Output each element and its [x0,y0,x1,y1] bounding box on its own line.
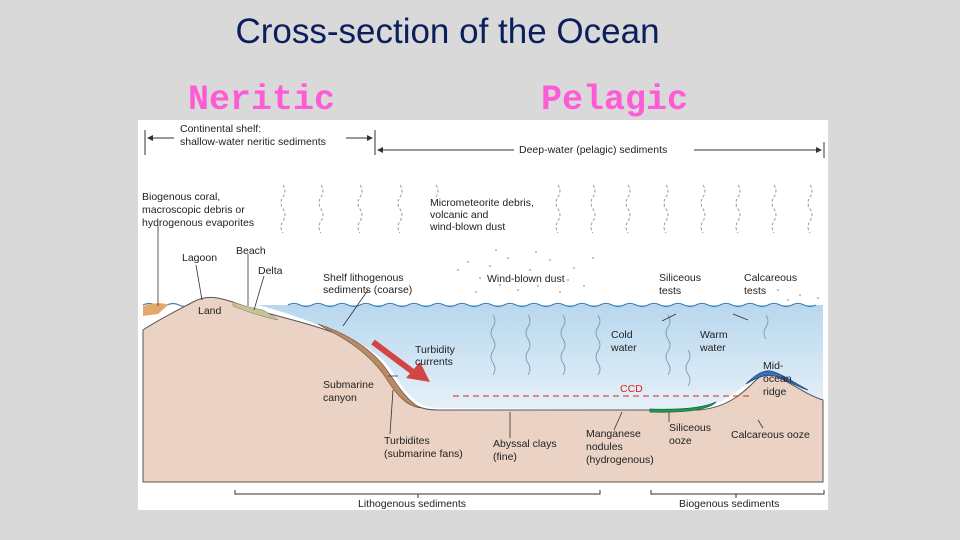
siliceous-tests-label-2: tests [659,285,681,297]
cross-section-diagram: Continental shelf: shallow-water neritic… [142,123,825,510]
manganese-nodules-label-2: nodules [586,441,623,453]
calcareous-tests-label-2: tests [744,285,766,297]
cold-water-label-2: water [610,342,637,354]
manganese-nodules-label-3: (hydrogenous) [586,454,654,466]
manganese-nodules-label-1: Manganese [586,428,641,440]
cold-water-label-1: Cold [611,329,633,341]
submarine-canyon-label-1: Submarine [323,379,374,391]
delta-label: Delta [258,265,283,277]
continental-shelf-label-1: Continental shelf: [180,123,261,135]
micrometeorite-label-3: wind-blown dust [429,221,505,233]
turbidity-currents-label-1: Turbidity [415,344,456,356]
shelf-sediment-wedge [317,323,421,409]
falling-dust-lines [280,184,813,234]
calcareous-ooze-cap [745,370,809,391]
leader-lines [157,226,764,438]
micrometeorite-label-1: Micrometeorite debris, [430,197,534,209]
slide-title: Cross-section of the Ocean [235,12,660,51]
beach-delta-sediment [232,301,279,321]
biogenous-sediments-label: Biogenous sediments [679,498,779,510]
siliceous-ooze-label-2: ooze [669,435,692,447]
mid-ocean-ridge-label-2: ocean [763,373,792,385]
continental-shelf-label-2: shallow-water neritic sediments [180,136,326,148]
wind-blown-dust-label: Wind-blown dust [487,273,565,285]
ocean-cross-section-figure: Continental shelf: shallow-water neritic… [138,120,828,510]
biogenous-coral-label-1: Biogenous coral, [142,191,220,203]
siliceous-ooze-label-1: Siliceous [669,422,711,434]
neritic-heading: Neritic [188,80,336,120]
warm-water-label-1: Warm [700,329,728,341]
biogenous-coral-label-2: macroscopic debris or [142,204,245,216]
lithogenous-sediments-label: Lithogenous sediments [358,498,466,510]
siliceous-ooze-patch [649,401,717,413]
ccd-label: CCD [620,383,643,395]
abyssal-clays-label-2: (fine) [493,451,517,463]
beach-label: Beach [236,245,266,257]
turbidites-label-1: Turbidites [384,435,430,447]
turbidites-label-2: (submarine fans) [384,448,463,460]
lagoon-label: Lagoon [182,252,217,264]
top-brackets [144,130,825,158]
pelagic-heading: Pelagic [541,80,689,120]
water-column-lines [490,314,769,387]
calcareous-tests-label-1: Calcareous [744,272,797,284]
siliceous-tests-label-1: Siliceous [659,272,701,284]
calcareous-ooze-label: Calcareous ooze [731,429,810,441]
micrometeorite-label-2: volcanic and [430,209,489,221]
submarine-canyon-label-2: canyon [323,392,357,404]
mid-ocean-ridge-label-3: ridge [763,386,787,398]
ocean-water [143,305,823,410]
land-label: Land [198,305,222,317]
abyssal-clays-label-1: Abyssal clays [493,438,557,450]
biogenous-coral-label-3: hydrogenous evaporites [142,217,254,229]
lagoon-area [143,303,168,316]
warm-water-label-2: water [699,342,726,354]
shelf-lithogenous-label-1: Shelf lithogenous [323,272,404,284]
bottom-brackets [234,490,825,498]
pelagic-sediments-label: Deep-water (pelagic) sediments [519,144,667,156]
mid-ocean-ridge-label-1: Mid- [763,360,784,372]
shelf-lithogenous-label-2: sediments (coarse) [323,284,412,296]
turbidity-currents-label-2: currents [415,356,453,368]
turbidity-current-arrow [371,339,430,382]
